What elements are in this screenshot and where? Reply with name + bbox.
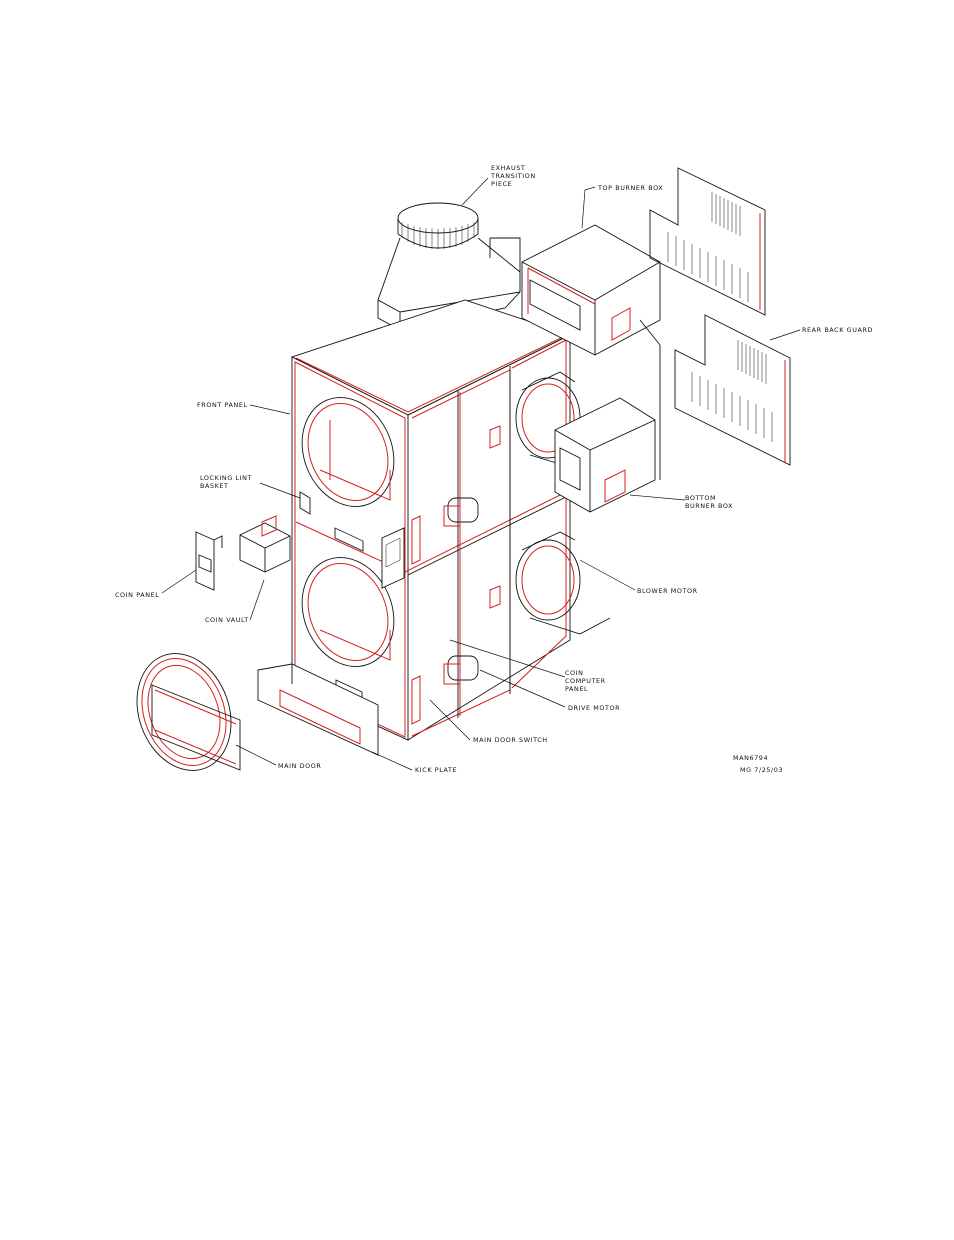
label-rear-back-guard: REAR BACK GUARD [802, 326, 873, 334]
leader-lines [161, 177, 801, 771]
cabinet [290, 299, 621, 741]
main-door [136, 653, 241, 771]
callout-labels: EXHAUST TRANSITION PIECE TOP BURNER BOX … [115, 164, 873, 774]
label-drive-motor: DRIVE MOTOR [568, 704, 620, 712]
label-kick-plate: KICK PLATE [415, 766, 457, 774]
drawing-date: MG 7/25/03 [740, 766, 783, 774]
rear-back-guard-upper [649, 167, 766, 316]
top-burner-box [521, 224, 661, 480]
label-coin-computer-2: COMPUTER [565, 677, 606, 685]
drawing-id: MAN6794 [733, 754, 768, 762]
label-coin-panel: COIN PANEL [115, 591, 159, 599]
label-bottom-burner-2: BURNER BOX [685, 502, 733, 510]
label-bottom-burner-1: BOTTOM [685, 494, 716, 502]
label-blower-motor: BLOWER MOTOR [637, 587, 698, 595]
label-coin-computer-3: PANEL [565, 685, 588, 693]
coin-panel [195, 531, 223, 591]
exhaust-transition-piece [377, 202, 521, 331]
bottom-burner-box [554, 397, 656, 513]
label-main-door-switch: MAIN DOOR SWITCH [473, 736, 548, 744]
label-lint-basket-1: LOCKING LINT [200, 474, 252, 482]
label-coin-vault: COIN VAULT [205, 616, 249, 624]
kick-plate [257, 663, 379, 756]
label-lint-basket-2: BASKET [200, 482, 229, 490]
label-exhaust-3: PIECE [491, 180, 512, 188]
label-exhaust-1: EXHAUST [491, 164, 525, 172]
label-top-burner-box: TOP BURNER BOX [597, 184, 663, 192]
label-coin-computer-1: COIN [565, 669, 584, 677]
label-front-panel: FRONT PANEL [197, 401, 248, 409]
rear-back-guard-lower [674, 314, 791, 466]
label-exhaust-2: TRANSITION [490, 172, 536, 180]
coin-vault [239, 515, 291, 573]
label-main-door: MAIN DOOR [278, 762, 321, 770]
